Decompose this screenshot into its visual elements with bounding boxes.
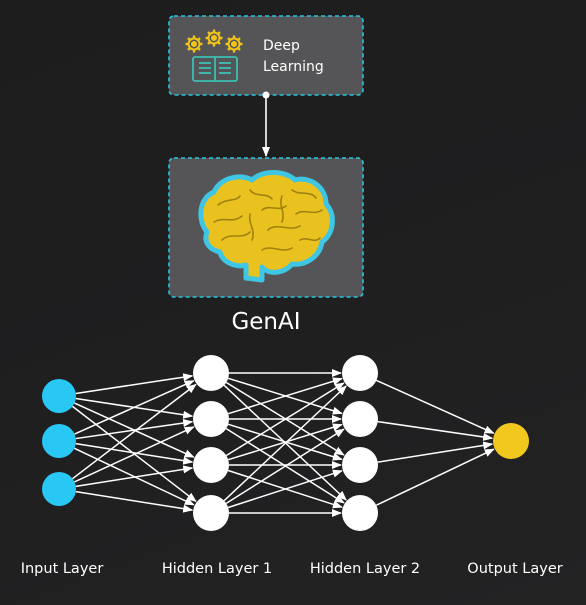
node-layer0-0 — [42, 379, 76, 413]
edge-l0-2-to-l1-0 — [72, 383, 197, 480]
edge-l0-1-to-l1-2 — [75, 442, 194, 465]
network-edges — [72, 369, 495, 517]
node-layer1-1 — [193, 401, 229, 437]
edge-l0-2-to-l1-3 — [75, 490, 194, 513]
edge-l0-2-to-l1-2 — [75, 465, 194, 488]
edge-l1-3-to-l2-0 — [223, 385, 347, 502]
brain-icon — [198, 170, 335, 283]
deep-learning-label: Deep Learning — [263, 36, 353, 78]
edge-l0-1-to-l1-0 — [74, 380, 195, 435]
edge-l1-1-to-l2-0 — [227, 377, 343, 415]
node-layer1-0 — [193, 355, 229, 391]
input-layer-label: Input Layer — [20, 561, 104, 577]
edge-l0-1-to-l1-1 — [75, 419, 194, 440]
node-layer2-1 — [342, 401, 378, 437]
genai-label: GenAI — [231, 309, 301, 335]
deep-learning-line2: Learning — [263, 59, 324, 75]
edge-l2-1-to-l3-0 — [377, 420, 494, 441]
edge-l0-2-to-l1-1 — [74, 426, 195, 483]
node-layer1-3 — [193, 495, 229, 531]
node-layer2-2 — [342, 447, 378, 483]
deep-learning-line1: Deep — [263, 38, 300, 54]
hidden-layer-2-label: Hidden Layer 2 — [309, 561, 421, 577]
node-layer0-2 — [42, 472, 76, 506]
network-nodes — [42, 355, 529, 531]
hidden-layer-1-label: Hidden Layer 1 — [161, 561, 273, 577]
node-layer1-2 — [193, 447, 229, 483]
edge-l1-2-to-l2-0 — [225, 382, 345, 457]
output-layer-label: Output Layer — [467, 561, 563, 577]
edge-l0-0-to-l1-0 — [75, 373, 194, 395]
edge-l2-0-to-l3-0 — [376, 379, 495, 434]
edge-l1-3-to-l2-2 — [227, 469, 343, 509]
edge-l2-2-to-l3-0 — [377, 441, 494, 463]
node-layer0-1 — [42, 424, 76, 458]
edge-l2-3-to-l3-0 — [375, 448, 495, 506]
node-layer2-3 — [342, 495, 378, 531]
edge-l1-3-to-l2-1 — [225, 428, 345, 505]
book-icon — [192, 56, 238, 82]
gears-icon — [185, 29, 243, 53]
node-layer3-0 — [493, 423, 529, 459]
edge-l1-2-to-l2-1 — [227, 423, 343, 461]
node-layer2-0 — [342, 355, 378, 391]
